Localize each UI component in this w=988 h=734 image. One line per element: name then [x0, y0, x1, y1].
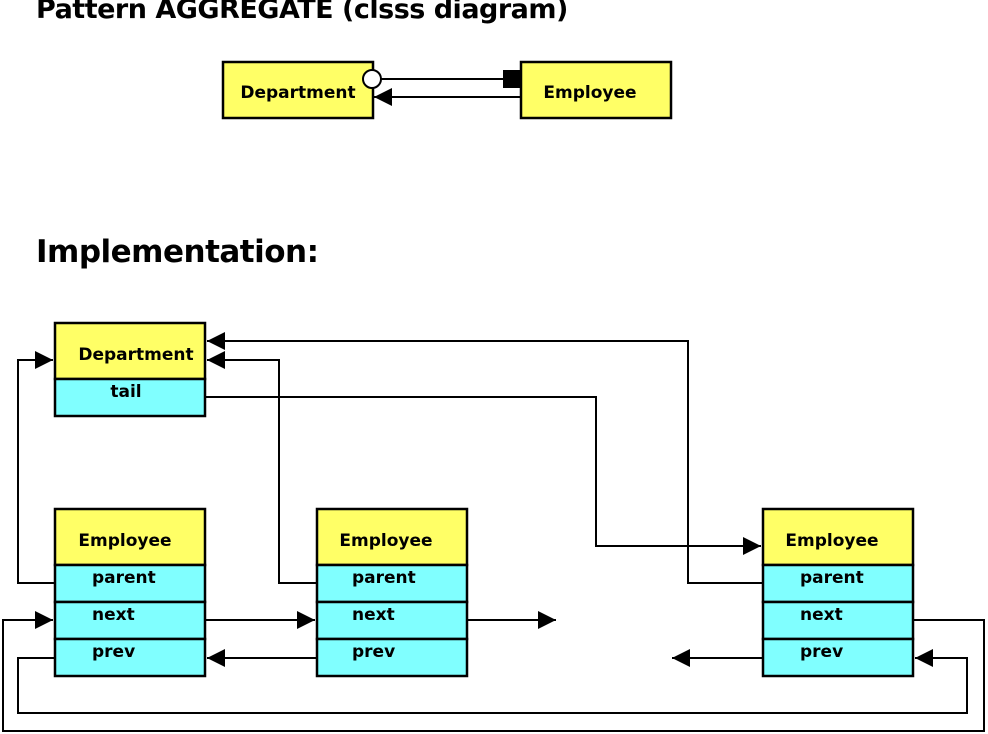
- arrow-emp1-prev-wrap-to-emp3: [17, 649, 968, 714]
- uml-aggregation-link: [362, 69, 521, 89]
- impl-department-field-tail: tail: [110, 382, 141, 402]
- impl-employee-1-field-next: next: [92, 605, 135, 625]
- impl-employee-2-field-parent: parent: [352, 568, 416, 588]
- class-diagram-title: Pattern AGGREGATE (clsss diagram): [36, 0, 568, 25]
- uml-employee-class: Employee: [519, 60, 673, 120]
- impl-employee-1-field-prev: prev: [92, 642, 135, 662]
- impl-employee-2-label: Employee: [339, 531, 432, 551]
- impl-employee-3-field-next: next: [800, 605, 843, 625]
- uml-department-class: Department: [221, 60, 375, 120]
- arrow-emp3-parent-to-department: [207, 332, 763, 584]
- impl-employee-3-label: Employee: [785, 531, 878, 551]
- implementation-title: Implementation:: [36, 234, 319, 270]
- impl-employee-box-3: Employee parent next prev: [761, 507, 915, 678]
- impl-employee-box-2: Employee parent next prev: [315, 507, 469, 678]
- impl-employee-1-label: Employee: [78, 531, 171, 551]
- uml-department-label: Department: [240, 83, 355, 103]
- impl-employee-1-field-parent: parent: [92, 568, 156, 588]
- arrow-department-tail-to-emp3: [205, 396, 761, 555]
- impl-employee-2-field-prev: prev: [352, 642, 395, 662]
- arrow-emp3-next-wrap-to-emp1: [2, 611, 985, 732]
- arrow-emp2-parent-to-department: [207, 351, 317, 584]
- impl-employee-2-field-next: next: [352, 605, 395, 625]
- impl-department-label: Department: [78, 345, 193, 365]
- impl-employee-3-field-prev: prev: [800, 642, 843, 662]
- uml-employee-label: Employee: [543, 83, 636, 103]
- impl-department-box: Department tail: [53, 321, 207, 418]
- arrow-emp1-parent-to-department: [17, 351, 55, 584]
- impl-employee-3-field-parent: parent: [800, 568, 864, 588]
- impl-employee-box-1: Employee parent next prev: [53, 507, 207, 678]
